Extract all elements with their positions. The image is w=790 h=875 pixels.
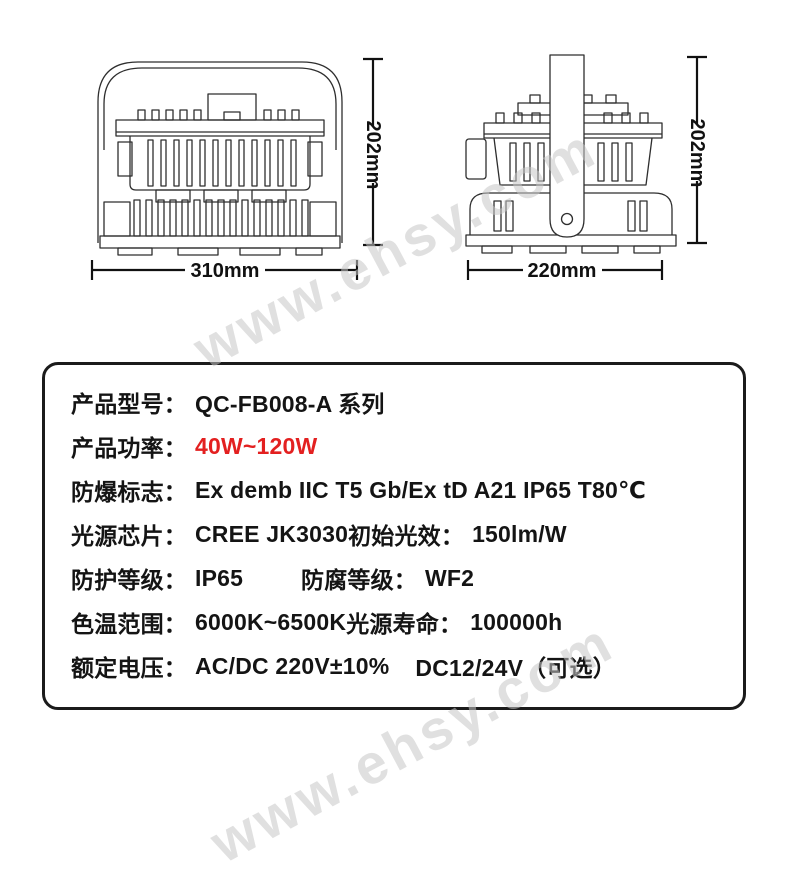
spec-label: 防腐等级： xyxy=(301,567,417,593)
side-height-dimension: 202mm xyxy=(686,55,708,245)
spec-value: CREE JK3030 xyxy=(195,520,349,547)
lower-block-left xyxy=(103,201,131,237)
spec-cell: 光源寿命： 100000h xyxy=(346,605,562,639)
side-upper-fins xyxy=(509,142,633,182)
spec-row-power: 产品功率： 40W~120W xyxy=(71,424,743,468)
side-junction-box xyxy=(465,138,487,180)
spec-value: WF2 xyxy=(425,564,475,591)
spec-row-chip: 光源芯片： CREE JK3030 初始光效： 150lm/W xyxy=(71,512,743,556)
spec-label: 产品功率： xyxy=(71,435,187,461)
front-height-dimension: 202mm xyxy=(362,57,384,247)
spec-value: AC/DC 220V±10% xyxy=(195,652,390,679)
spec-label: 光源寿命： xyxy=(346,611,463,637)
junction-box xyxy=(207,93,257,121)
spec-cell: 防腐等级： WF2 xyxy=(301,561,474,595)
spec-value: DC12/24V（可选） xyxy=(415,655,616,681)
spec-label: 色温范围： xyxy=(71,611,187,637)
spec-label: 光源芯片： xyxy=(71,523,187,549)
spec-label: 防爆标志： xyxy=(71,479,187,505)
front-view-drawing: 202mm 310mm xyxy=(90,57,384,282)
spec-value: Ex demb IIC T5 Gb/Ex tD A21 IP65 T80℃ xyxy=(195,476,647,503)
bracket-pivot-hole xyxy=(560,212,574,226)
spec-value: 100000h xyxy=(470,608,563,635)
spec-value: 150lm/W xyxy=(472,520,567,547)
spec-row-ip: 防护等级： IP65 防腐等级： WF2 xyxy=(71,556,743,600)
spec-cell: 光源芯片： CREE JK3030 xyxy=(71,517,348,551)
side-lower-slots xyxy=(493,200,648,232)
spec-cell: 防护等级： IP65 xyxy=(71,561,301,595)
spec-label: 额定电压： xyxy=(71,655,187,681)
spec-label: 防护等级： xyxy=(71,567,187,593)
front-view-lamp-outline xyxy=(97,61,343,256)
lower-fins xyxy=(133,199,309,237)
spec-label: 初始光效： xyxy=(348,523,465,549)
side-height-label: 202mm xyxy=(686,119,708,188)
spec-box: 产品型号： QC-FB008-A 系列 产品功率： 40W~120W 防爆标志：… xyxy=(42,362,746,710)
base-plate xyxy=(99,235,341,249)
mid-tabs xyxy=(155,189,287,203)
spec-row-voltage: 额定电压： AC/DC 220V±10% DC12/24V（可选） xyxy=(71,644,743,688)
spec-value: 6000K~6500K xyxy=(195,608,347,635)
spec-cell: 初始光效： 150lm/W xyxy=(348,517,567,551)
spec-row-model: 产品型号： QC-FB008-A 系列 xyxy=(71,380,743,424)
upper-fins xyxy=(147,139,297,187)
spec-value: IP65 xyxy=(195,564,244,591)
front-height-label: 202mm xyxy=(362,121,384,190)
spec-value-power: 40W~120W xyxy=(195,432,318,459)
side-base-tabs xyxy=(481,245,661,254)
spec-cell: 色温范围： 6000K~6500K xyxy=(71,605,346,639)
arch-outer xyxy=(97,61,343,243)
arch-inner xyxy=(103,67,337,150)
side-width-label: 220mm xyxy=(528,260,597,282)
mounting-bracket-arm xyxy=(549,54,585,238)
spec-value: QC-FB008-A 系列 xyxy=(195,391,385,417)
top-pins xyxy=(137,109,300,121)
front-width-dimension: 310mm xyxy=(90,260,359,282)
spec-row-ex-mark: 防爆标志： Ex demb IIC T5 Gb/Ex tD A21 IP65 T… xyxy=(71,468,743,512)
side-view-lamp-outline xyxy=(465,54,677,254)
junction-box-detail xyxy=(223,111,241,121)
flange-bar xyxy=(115,119,325,137)
spec-row-cct: 色温范围： 6000K~6500K 光源寿命： 100000h xyxy=(71,600,743,644)
front-width-label: 310mm xyxy=(191,260,260,282)
side-pod-left xyxy=(117,141,133,177)
spec-label: 产品型号： xyxy=(71,391,187,417)
side-view-drawing: 202mm 220mm xyxy=(465,54,708,282)
lower-block-right xyxy=(309,201,337,237)
side-width-dimension: 220mm xyxy=(466,260,664,282)
side-pod-right xyxy=(307,141,323,177)
base-tabs xyxy=(117,247,323,256)
